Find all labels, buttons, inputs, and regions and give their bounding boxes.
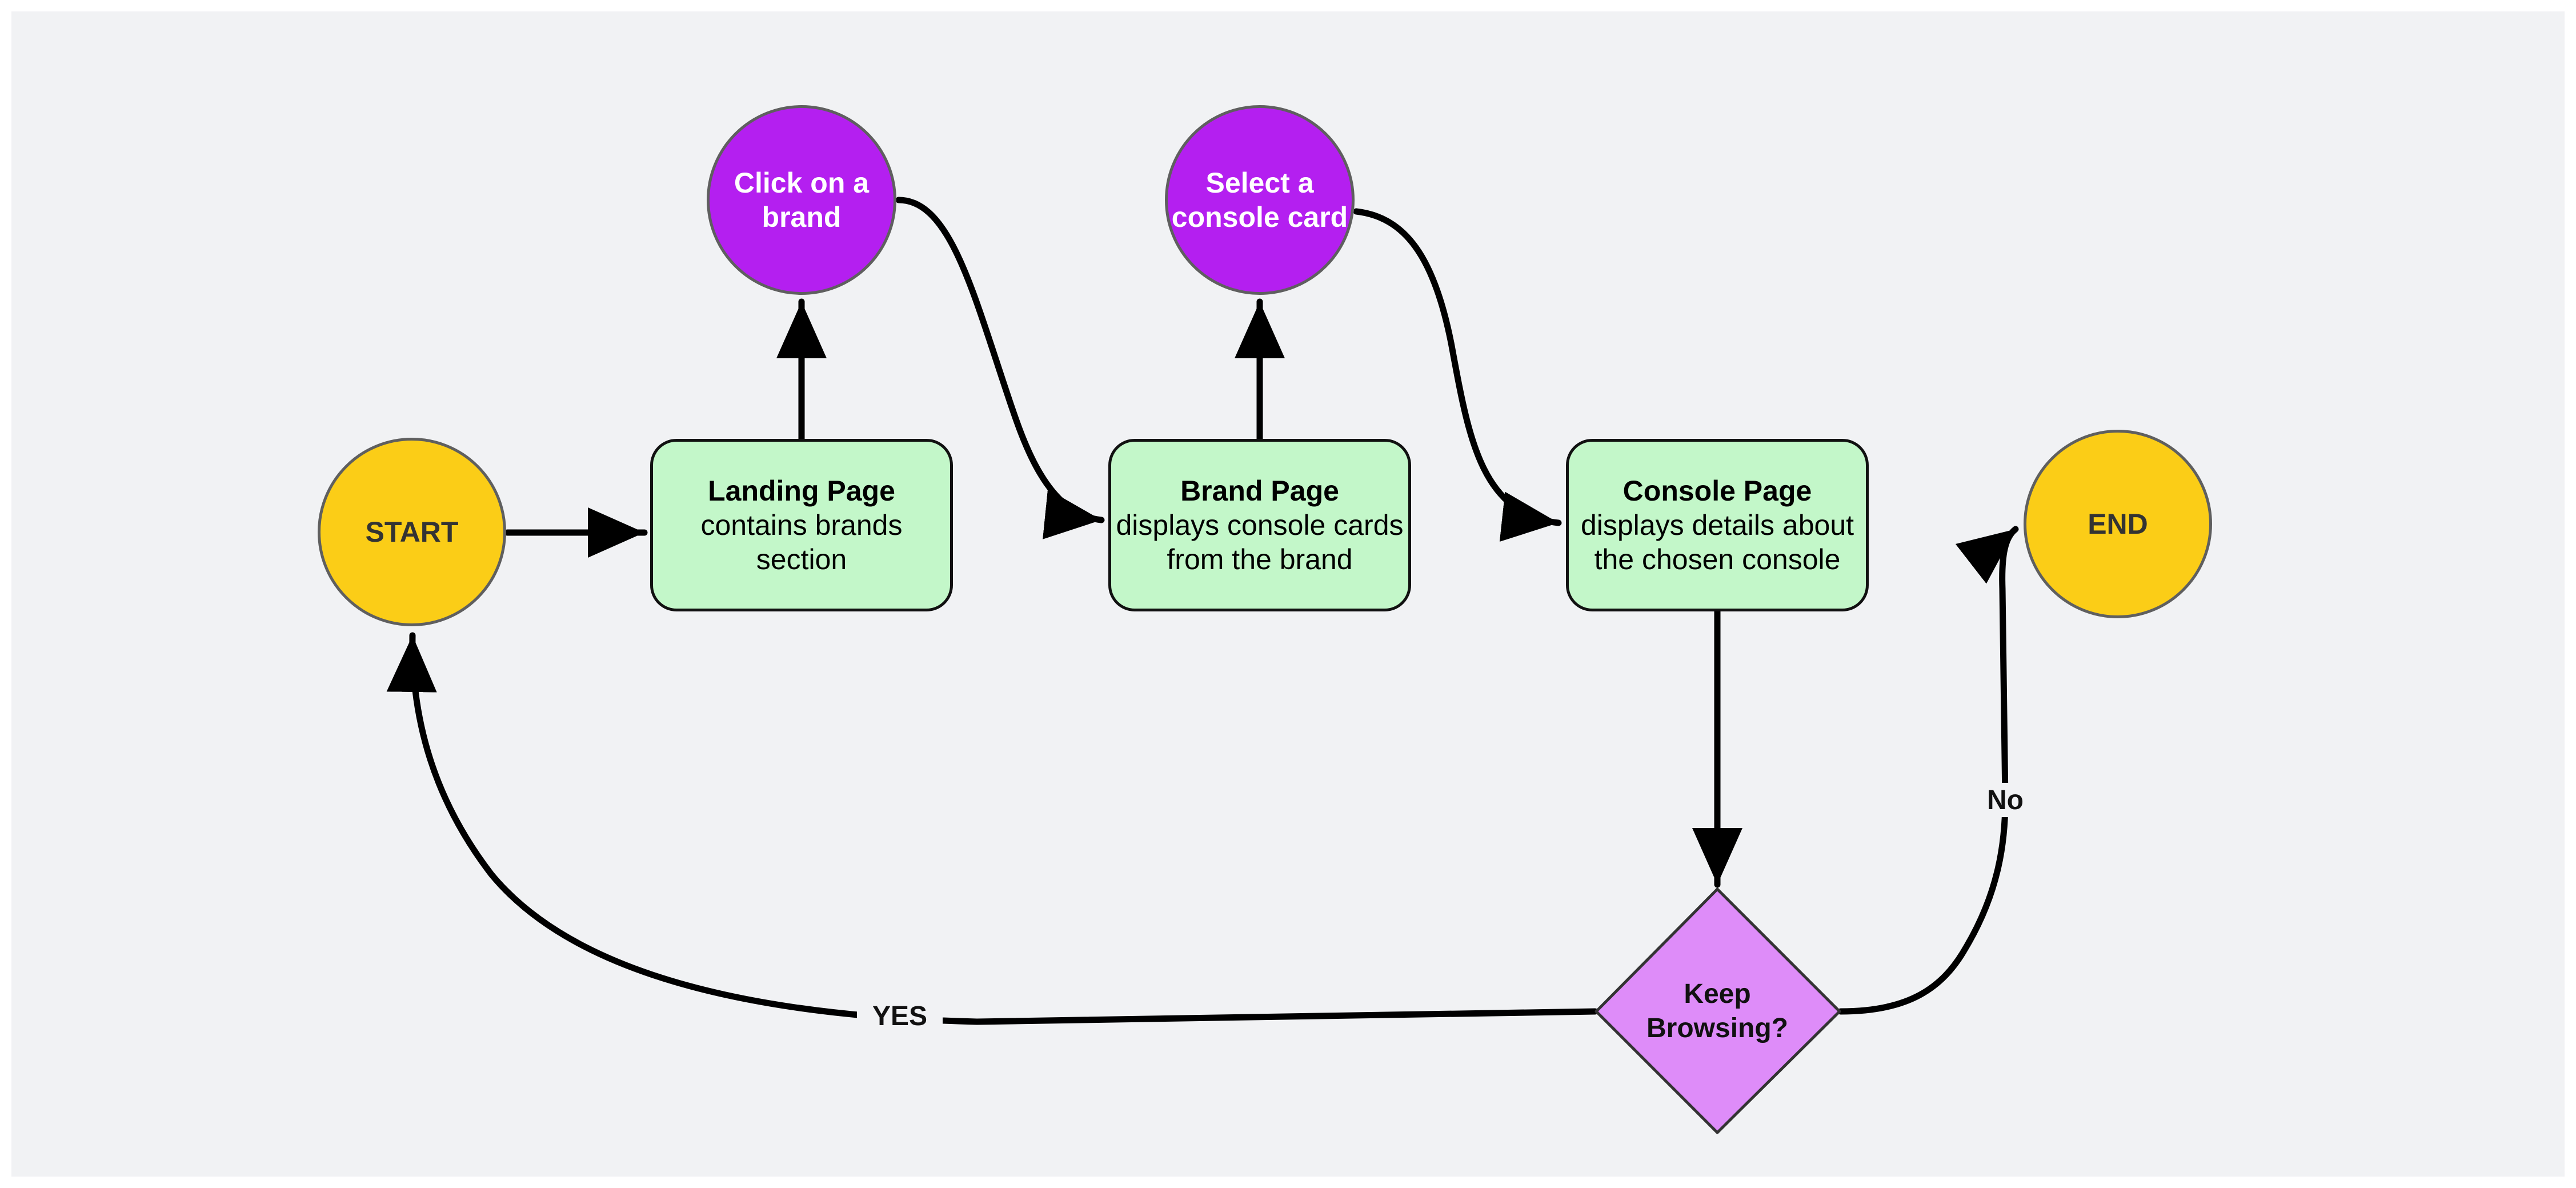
select-card-label-line1: Select a xyxy=(1205,167,1314,199)
end-label: END xyxy=(2088,508,2148,540)
decision-label: Keep Browsing? xyxy=(1622,966,1812,1057)
edge-select-card-to-console-page xyxy=(1353,208,1562,542)
brand-page-line2: from the brand xyxy=(1167,543,1353,575)
landing-page-line1: contains brands xyxy=(700,509,903,541)
console-page-line2: the chosen console xyxy=(1594,543,1841,575)
landing-page-line2: section xyxy=(756,543,847,575)
edge-decision-yes-to-start xyxy=(386,632,1599,1025)
start-node: START xyxy=(318,438,506,626)
landing-page-node: Landing Page contains brands section xyxy=(650,439,953,611)
yes-edge-label: YES xyxy=(857,999,943,1033)
select-card-label-line2: console card xyxy=(1171,201,1348,233)
edge-decision-no-to-end xyxy=(1837,526,2019,1015)
landing-page-title: Landing Page xyxy=(708,475,895,507)
decision-label-line2: Browsing? xyxy=(1646,1013,1788,1043)
decision-diamond xyxy=(1595,887,1841,1134)
end-node: END xyxy=(2024,430,2212,618)
select-card-node: Select a console card xyxy=(1165,105,1355,295)
start-label: START xyxy=(365,516,459,548)
brand-page-node: Brand Page displays console cards from t… xyxy=(1108,439,1411,611)
console-page-title: Console Page xyxy=(1622,475,1812,507)
click-brand-label-line1: Click on a xyxy=(734,167,870,199)
click-brand-label-line2: brand xyxy=(762,201,842,233)
brand-page-line1: displays console cards xyxy=(1116,509,1404,541)
brand-page-title: Brand Page xyxy=(1180,475,1339,507)
console-page-line1: displays details about xyxy=(1580,509,1854,541)
click-brand-node: Click on a brand xyxy=(707,105,896,295)
no-edge-label: No xyxy=(1977,783,2034,817)
console-page-node: Console Page displays details about the … xyxy=(1566,439,1869,611)
edge-click-brand-to-brand-page xyxy=(895,197,1105,539)
decision-label-line1: Keep xyxy=(1684,979,1751,1009)
